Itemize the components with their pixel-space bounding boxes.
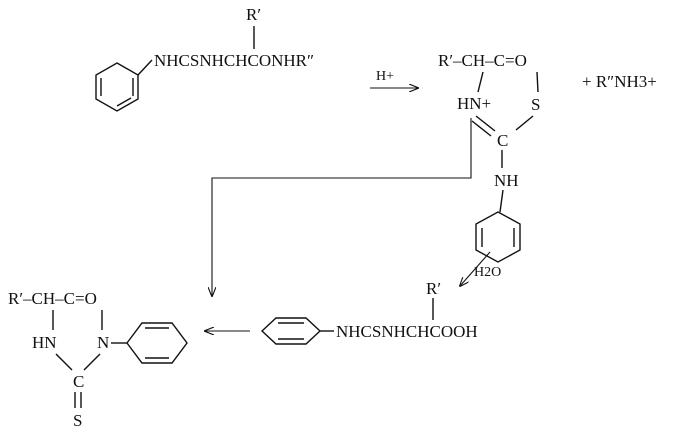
thiohydantoin-ring-c: C bbox=[73, 372, 84, 391]
reagent-label: H+ bbox=[376, 69, 394, 84]
thiocarbamyl-acid: NHCSNHCHCOOH R′ bbox=[260, 279, 478, 345]
ring-bond-co-s bbox=[536, 71, 539, 93]
thiazolinone-ring-s: S bbox=[531, 95, 540, 114]
ring-bond-ch-n bbox=[477, 71, 484, 93]
reactant-chain: NHCSNHCHCONHR″ bbox=[154, 51, 314, 70]
exocyclic-nh: NH bbox=[494, 171, 519, 190]
thiazolinone-ring-n: HN+ bbox=[457, 94, 491, 113]
acid-chain: NHCSNHCHCOOH bbox=[336, 322, 478, 341]
water-label: H2O bbox=[474, 265, 501, 280]
ring-bond-n-c bbox=[83, 353, 101, 371]
reactant-molecule: NHCSNHCHCONHR″ R′ bbox=[95, 5, 314, 112]
thiazolinone-ring-c: C bbox=[497, 131, 508, 150]
reactant-substituent: R′ bbox=[246, 5, 261, 24]
ring-bond-hn-c bbox=[55, 353, 73, 371]
ring-double-bond-a bbox=[475, 115, 496, 132]
acid-substituent: R′ bbox=[426, 279, 441, 298]
thiohydantoin-exocyclic-s: S bbox=[73, 411, 82, 430]
ring-bond-s-c bbox=[515, 115, 534, 131]
ammonium-byproduct: + R″NH3+ bbox=[582, 72, 657, 91]
thiohydantoin-top-group: R′–CH–C=O bbox=[8, 289, 97, 308]
product-phenyl-ring bbox=[126, 322, 188, 364]
thiohydantoin-ring-hn: HN bbox=[32, 333, 57, 352]
thiohydantoin-ring-n: N bbox=[97, 333, 109, 352]
nh-phenyl-bond bbox=[499, 189, 504, 213]
acid-arrow: H+ bbox=[370, 69, 418, 88]
connector-arrow-to-product bbox=[212, 118, 472, 296]
hydrolysis-arrow bbox=[460, 251, 491, 286]
reactant-phenyl-ring bbox=[95, 62, 139, 112]
thiohydantoin-product: R′–CH–C=O HN N C S bbox=[8, 289, 188, 430]
reactant-ring-bond bbox=[137, 59, 153, 76]
intermediate-phenyl-ring bbox=[475, 211, 521, 263]
thiazolinone-intermediate: R′–CH–C=O HN+ S C NH bbox=[438, 51, 540, 263]
ring-double-bond-b bbox=[471, 120, 492, 137]
rearrangement-path bbox=[205, 118, 491, 331]
thiazolinone-top-group: R′–CH–C=O bbox=[438, 51, 527, 70]
acid-phenyl-ring bbox=[260, 317, 322, 345]
